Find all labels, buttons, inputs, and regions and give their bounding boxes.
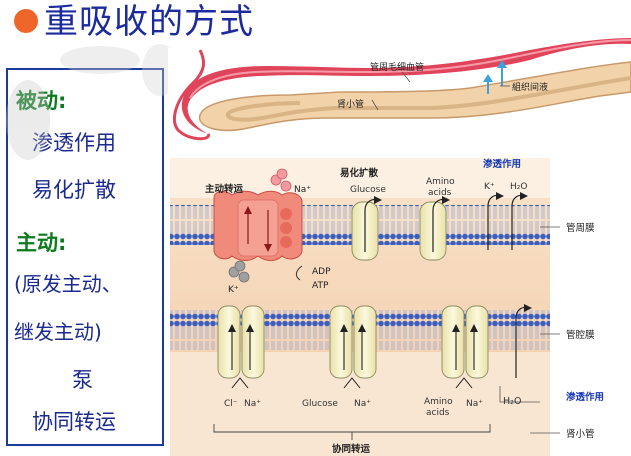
background-texture (6, 44, 178, 160)
amino-channel-top (419, 196, 450, 261)
page-title: 重吸收的方式 (44, 2, 254, 42)
active-heading: 主动: (16, 231, 67, 255)
na-bottom-label-1: Na⁺ (244, 399, 261, 409)
adp-label: ADP (312, 267, 331, 277)
up-arrow-icon (483, 60, 507, 94)
na-ion-icon (270, 168, 292, 192)
cotransporter-1 (217, 305, 265, 389)
left-panel: 被动: 渗透作用 易化扩散 主动: (原发主动、 继发主动) 泵 协同转运 (6, 68, 164, 446)
amino-top-label-2: acids (428, 188, 452, 198)
amino-bottom-label-2: acids (426, 408, 450, 418)
osmosis-label-top: 渗透作用 (483, 158, 521, 170)
atp-label: ATP (312, 281, 329, 291)
tubule-shape (198, 61, 631, 132)
circle-bullet-icon (14, 9, 38, 33)
k-left-label: K⁺ (228, 285, 239, 295)
capillary-label: 管周毛细血管 (370, 61, 424, 73)
na-k-pump (213, 190, 303, 261)
h2o-top-label: H₂O (510, 182, 527, 192)
luminal-membrane-label: 管腔膜 (566, 329, 595, 341)
tubule-label-bottom: 肾小管 (566, 428, 595, 440)
osmosis-arrows-bottom (499, 304, 540, 403)
interstitial-label: 組织间液 (512, 81, 548, 93)
cotransport-item: 协同转运 (32, 410, 116, 434)
active-detail-line2: 继发主动) (14, 320, 102, 344)
glucose-channel-top (351, 196, 382, 261)
osmosis-label-bottom: 渗透作用 (566, 391, 604, 403)
osmosis-item: 渗透作用 (32, 131, 116, 155)
na-top-label: Na⁺ (294, 185, 311, 195)
facilitated-diffusion-item: 易化扩散 (32, 178, 116, 202)
facilitated-label: 易化扩散 (340, 167, 379, 179)
na-bottom-label-3: Na⁺ (466, 399, 483, 409)
h2o-bottom-label: H₂O (503, 396, 521, 407)
cotransport-bracket (213, 424, 491, 440)
peritubular-membrane-label: 管周膜 (566, 222, 595, 234)
cotransporter-3 (441, 305, 489, 389)
k-right-label: K⁺ (484, 182, 495, 192)
passive-heading: 被动: (16, 88, 66, 114)
k-ion-icon (228, 260, 250, 283)
amino-bottom-label-1: Amino (424, 397, 453, 407)
cotransport-label: 协同转运 (332, 443, 371, 455)
capillary-shape (181, 38, 631, 134)
glucose-top-label: Glucose (350, 185, 386, 195)
tubule-label-top: 肾小管 (337, 98, 364, 110)
active-detail-line1: (原发主动、 (14, 272, 122, 296)
osmosis-arrows-top (487, 192, 528, 250)
active-transport-label: 主动转运 (205, 183, 244, 195)
cotransporter-2 (329, 305, 377, 389)
cl-bottom-label: Cl⁻ (224, 399, 238, 409)
glucose-bottom-label: Glucose (302, 399, 338, 409)
pump-item: 泵 (72, 368, 93, 392)
amino-top-label-1: Amino (426, 177, 455, 187)
na-bottom-label-2: Na⁺ (354, 399, 371, 409)
title-row: 重吸收的方式 (0, 0, 631, 50)
tubule-capillary-illustration: 管周毛细血管 組织间液 肾小管 (168, 38, 631, 158)
